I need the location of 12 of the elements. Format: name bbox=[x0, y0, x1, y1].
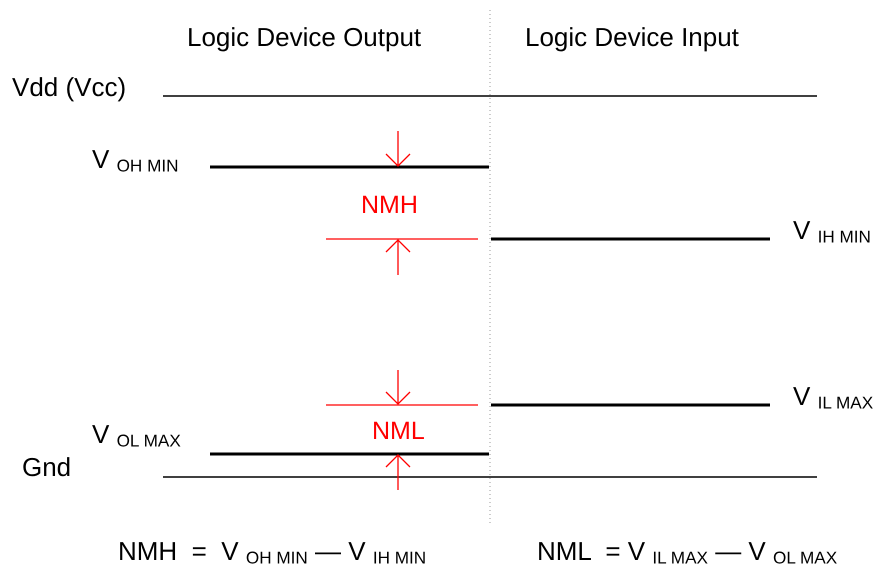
level-label: V $_{IL MAX}$ bbox=[793, 383, 874, 412]
level-label: Gnd bbox=[22, 454, 72, 480]
level-label: V $_{OL MAX}$ bbox=[92, 421, 181, 450]
heading: Logic Device Input bbox=[525, 24, 739, 50]
formula: NMH = V $_{OH MIN}$ — V $_{IH MIN}$ bbox=[118, 538, 426, 567]
level-label: V $_{OH MIN}$ bbox=[92, 146, 179, 175]
level-label: V $_{IH MIN}$ bbox=[793, 217, 871, 246]
level-label: Vdd (Vcc) bbox=[12, 74, 126, 100]
margin-label: NML bbox=[372, 419, 425, 444]
formula: NML = V $_{IL MAX}$ — V $_{OL MAX}$ bbox=[537, 538, 838, 567]
margin-label: NMH bbox=[361, 193, 418, 218]
heading: Logic Device Output bbox=[187, 24, 422, 50]
